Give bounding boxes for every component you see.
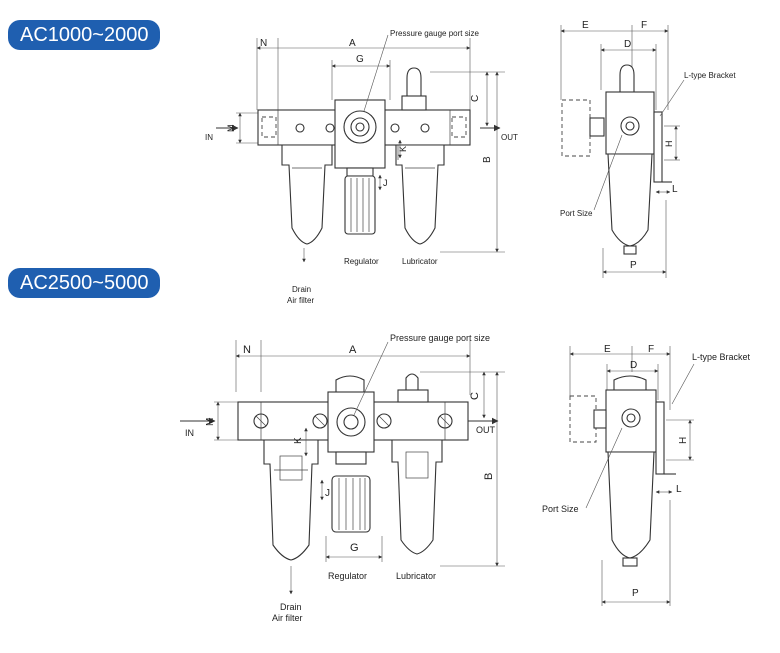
dim-label-k: K: [398, 146, 408, 152]
pressure-gauge-label: Pressure gauge port size: [390, 333, 490, 343]
dim-label-b: B: [483, 473, 495, 480]
dim-label-j: J: [383, 178, 388, 188]
drain-label: Drain: [280, 602, 302, 612]
regulator-label: Regulator: [328, 571, 367, 581]
dim-label-d: D: [630, 360, 637, 371]
front-view-ac1000-2000: N A G Pressure gauge port size C B M IN …: [205, 29, 518, 305]
air-filter-label: Air filter: [272, 613, 303, 623]
dim-label-a: A: [349, 344, 357, 356]
section-title-ac1000-2000: AC1000~2000: [8, 20, 161, 50]
side-view-ac2500-5000: E F D L-type Bracket H L Port Size P: [542, 344, 751, 606]
front-view-ac2500-5000: N A Pressure gauge port size G C B M IN …: [180, 333, 505, 623]
dim-label-c: C: [470, 95, 481, 102]
dim-label-e: E: [582, 20, 589, 31]
dim-label-j: J: [325, 488, 330, 499]
dim-label-p: P: [632, 588, 639, 599]
section-title-ac2500-5000: AC2500~5000: [8, 268, 161, 298]
out-label: OUT: [501, 133, 518, 142]
dim-label-n: N: [243, 344, 251, 356]
out-label: OUT: [476, 425, 496, 435]
dim-label-k: K: [293, 437, 304, 444]
dim-label-c: C: [469, 392, 481, 400]
drain-label: Drain: [292, 285, 311, 294]
dim-label-f: F: [648, 344, 654, 355]
dim-label-m: M: [205, 418, 216, 426]
dim-label-f: F: [641, 20, 647, 31]
dim-label-g: G: [356, 54, 364, 65]
in-label: IN: [205, 133, 213, 142]
pressure-gauge-label: Pressure gauge port size: [390, 29, 479, 38]
l-bracket-label: L-type Bracket: [684, 71, 736, 80]
dim-label-l: L: [672, 184, 678, 195]
dim-label-d: D: [624, 39, 631, 50]
side-view-ac1000-2000: E F D L-type Bracket H L Port Size P: [560, 20, 736, 278]
dim-label-g: G: [350, 542, 359, 554]
lubricator-label: Lubricator: [402, 257, 438, 266]
dim-label-h: H: [678, 437, 689, 444]
dim-label-l: L: [676, 484, 682, 495]
dim-label-e: E: [604, 344, 611, 355]
port-size-label: Port Size: [542, 504, 579, 514]
dim-label-n: N: [260, 38, 267, 49]
dim-label-h: H: [664, 141, 674, 148]
lubricator-label: Lubricator: [396, 571, 436, 581]
dim-label-p: P: [630, 260, 637, 271]
in-label: IN: [185, 428, 194, 438]
regulator-label: Regulator: [344, 257, 379, 266]
dim-label-m: M: [226, 125, 236, 133]
dim-label-b: B: [482, 156, 493, 163]
dim-label-a: A: [349, 38, 356, 49]
l-bracket-label: L-type Bracket: [692, 352, 751, 362]
air-filter-label: Air filter: [287, 296, 314, 305]
port-size-label: Port Size: [560, 209, 593, 218]
